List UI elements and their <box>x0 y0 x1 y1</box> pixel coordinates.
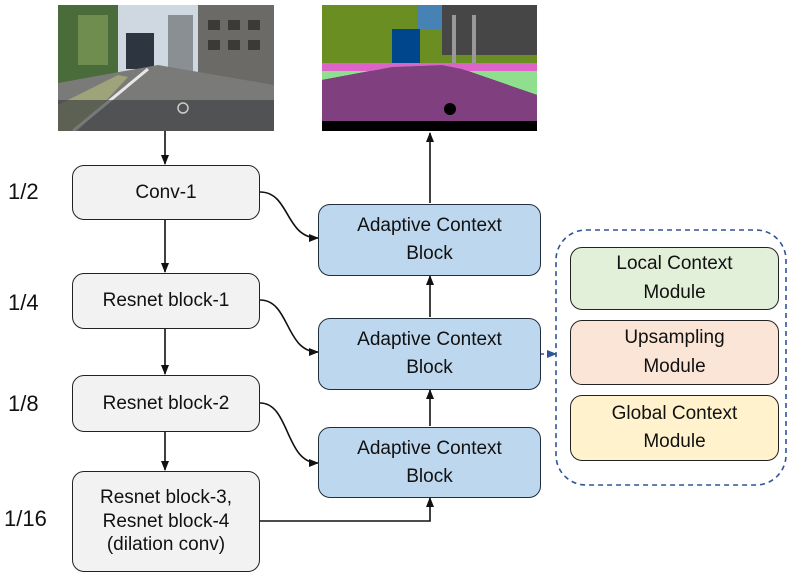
input-image <box>58 5 274 131</box>
scale-label-1-4: 1/4 <box>8 290 39 315</box>
resnet-block-1-box: Resnet block-1 <box>72 273 260 329</box>
segmentation-output-image <box>322 5 537 131</box>
adaptive-context-block-bottom: Adaptive Context Block <box>318 427 541 498</box>
adaptive-context-block-top: Adaptive Context Block <box>318 204 541 276</box>
resnet-block-2-box: Resnet block-2 <box>72 375 260 432</box>
global-context-module: Global Context Module <box>570 395 779 461</box>
upsampling-module: Upsampling Module <box>570 320 779 385</box>
resnet-block-3-4-box: Resnet block-3, Resnet block-4 (dilation… <box>72 471 260 572</box>
scale-label-1-16: 1/16 <box>4 506 47 531</box>
conv-1-box: Conv-1 <box>72 165 260 220</box>
scale-label-1-2: 1/2 <box>8 179 39 204</box>
adaptive-context-block-middle: Adaptive Context Block <box>318 318 541 390</box>
scale-label-1-8: 1/8 <box>8 391 39 416</box>
local-context-module: Local Context Module <box>570 247 779 310</box>
